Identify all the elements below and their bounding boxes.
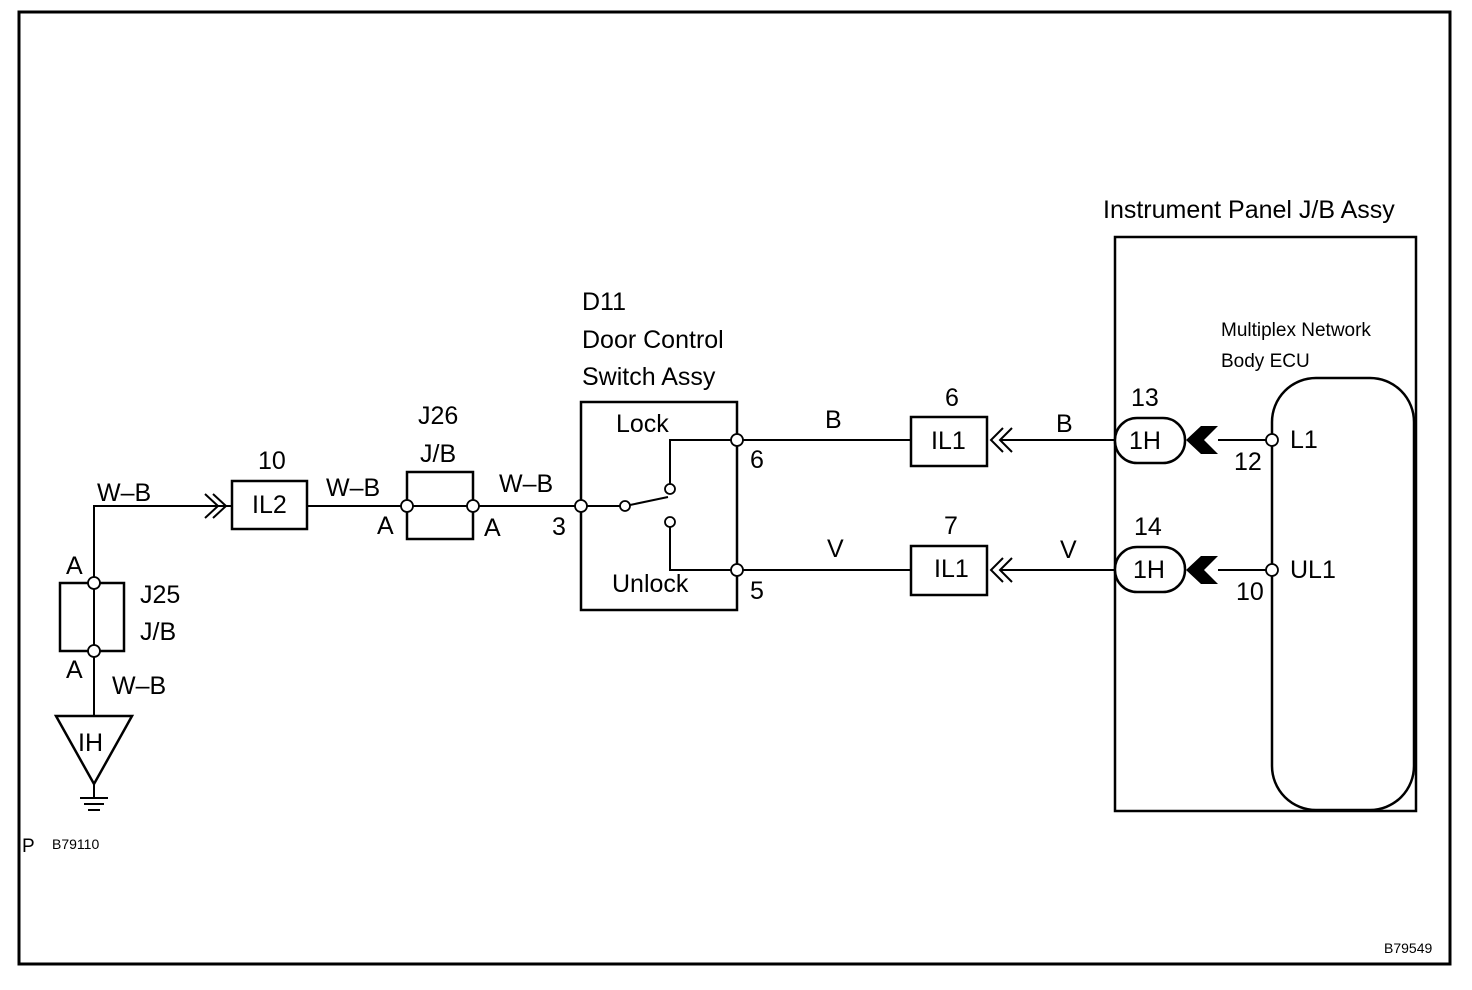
ecu-l1-pin: 12 [1234, 448, 1262, 476]
wire-label-wb3: W–B [326, 474, 380, 502]
ecu-name-line1: Multiplex Network [1221, 320, 1371, 341]
il2-pin: 10 [258, 447, 286, 475]
j25-name: J25 [140, 581, 180, 609]
j25-type: J/B [140, 618, 176, 646]
ecu-name-line2: Body ECU [1221, 351, 1310, 372]
1h-bottom-label: 1H [1133, 556, 1165, 584]
switch-pivot [619, 500, 631, 512]
junction-j25: A A J25 J/B [58, 552, 180, 684]
connector-1h-bottom [1113, 545, 1187, 594]
figure-code: B79549 [1384, 940, 1432, 956]
switch-terminal-3 [574, 499, 588, 513]
wire-label-b1: B [825, 406, 842, 434]
connector-il1-top: IL1 6 [909, 384, 1013, 468]
j26-left-pin: A [377, 512, 394, 540]
il1-top-label: IL1 [931, 427, 966, 455]
ecu-ul1-pin: 10 [1236, 578, 1264, 606]
instrument-panel-jb-assy: Instrument Panel J/B Assy 1H 13 1H 14 Mu… [1103, 196, 1418, 813]
ground-ih: IH [53, 714, 135, 811]
ground-label: IH [78, 729, 103, 757]
j26-name: J26 [418, 402, 458, 430]
inset-prefix: P [22, 836, 35, 857]
body-ecu [1270, 376, 1416, 812]
switch-name-line2: Switch Assy [582, 363, 716, 391]
switch-unlock-contact [664, 516, 676, 528]
connector-1h-bottom-arrow [1186, 556, 1218, 584]
switch-unlock-label: Unlock [612, 570, 689, 598]
door-control-switch: D11 Door Control Switch Assy Lock Unlock… [552, 288, 764, 612]
1h-top-pin: 13 [1131, 384, 1159, 412]
switch-name-line1: Door Control [582, 326, 724, 354]
switch-code: D11 [582, 288, 626, 316]
il1-bottom-label: IL1 [934, 555, 969, 583]
ecu-l1-label: L1 [1290, 426, 1318, 454]
j25-top-terminal [87, 576, 101, 590]
wire-j25-il2 [93, 505, 232, 577]
j26-left-terminal [400, 499, 414, 513]
il2-label: IL2 [252, 491, 287, 519]
1h-bottom-pin: 14 [1134, 513, 1162, 541]
wire-label-wb4: W–B [499, 470, 553, 498]
wire-label-v2: V [1060, 536, 1077, 564]
1h-top-label: 1H [1129, 427, 1161, 455]
switch-lock-label: Lock [616, 410, 669, 438]
ecu-terminal-ul1 [1265, 563, 1279, 577]
connector-il1-bottom: IL1 7 [909, 512, 1013, 597]
j25-bottom-pin: A [66, 656, 83, 684]
j26-right-terminal [466, 499, 480, 513]
il1-bottom-pin: 7 [944, 512, 958, 540]
switch-pin-lock: 6 [750, 446, 764, 474]
switch-pin-common: 3 [552, 513, 566, 541]
switch-pin-unlock: 5 [750, 577, 764, 605]
j25-top-pin: A [66, 552, 83, 580]
wire-label-v1: V [827, 535, 844, 563]
wire-label-b2: B [1056, 410, 1073, 438]
connector-arrow-il2-a [204, 493, 220, 519]
inset-code: B79110 [52, 836, 99, 852]
switch-terminal-5 [730, 563, 744, 577]
switch-terminal-6 [730, 433, 744, 447]
j26-type: J/B [420, 440, 456, 468]
switch-lock-contact [664, 483, 676, 495]
connector-arrow-il2-b [212, 493, 228, 519]
j26-right-pin: A [484, 514, 501, 542]
ecu-terminal-l1 [1265, 433, 1279, 447]
ecu-ul1-label: UL1 [1290, 556, 1336, 584]
j25-bottom-terminal [87, 644, 101, 658]
wire-label-wb2: W–B [97, 479, 151, 507]
switch-blade [629, 496, 669, 506]
junction-j26: A A J26 J/B [377, 402, 501, 542]
connector-il2: IL2 10 [230, 447, 309, 531]
connector-1h-top-arrow [1186, 426, 1218, 454]
il1-top-pin: 6 [945, 384, 959, 412]
connector-1h-top [1113, 416, 1187, 465]
diagram-frame [17, 10, 1452, 966]
wire-label-wb1: W–B [112, 672, 166, 700]
jb-assy-title: Instrument Panel J/B Assy [1103, 196, 1395, 224]
